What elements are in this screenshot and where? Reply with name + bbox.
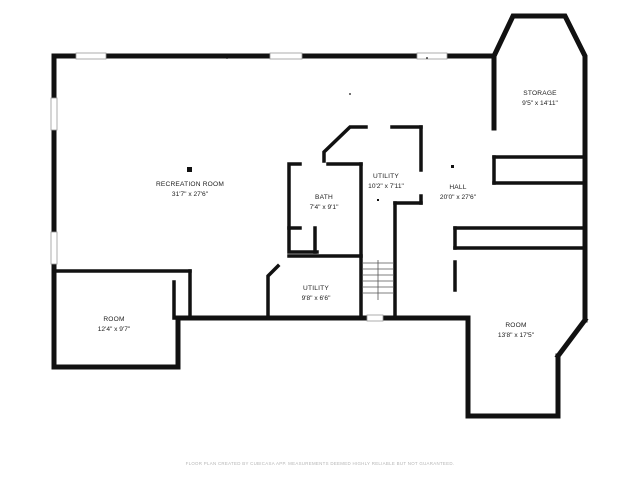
room-dimensions: 20'0" x 27'6" (440, 194, 477, 201)
room-dimensions: 9'5" x 14'11" (522, 100, 558, 107)
fixture-markers (187, 57, 454, 201)
exterior-walls (51, 13, 589, 419)
room-dimensions: 13'8" x 17'5" (498, 332, 535, 339)
room-name: RECREATION ROOM (156, 181, 224, 188)
room-name: HALL (449, 184, 466, 191)
room-name: ROOM (505, 322, 526, 329)
window (416, 52, 448, 60)
room-dimensions: 9'8" x 6'6" (302, 295, 331, 302)
fixture-marker (451, 165, 454, 168)
window (269, 52, 303, 60)
column-marker (187, 167, 192, 172)
light-marker (426, 57, 428, 59)
staircase (362, 260, 394, 300)
room-dimensions: 7'4" x 9'1" (310, 204, 339, 211)
light-marker (349, 93, 351, 95)
footer-disclaimer: FLOOR PLAN CREATED BY CUBICASA APP. MEAS… (186, 461, 455, 466)
window (50, 231, 58, 265)
interior-walls (52, 125, 587, 320)
room-dimensions: 10'2" x 7'11" (368, 183, 404, 190)
window (366, 314, 384, 322)
window (50, 97, 58, 131)
light-marker (226, 57, 228, 59)
room-dimensions: 31'7" x 27'6" (172, 191, 209, 198)
room-name: BATH (315, 194, 333, 201)
room-name: UTILITY (303, 285, 329, 292)
fixture-marker (377, 199, 379, 201)
room-dimensions: 12'4" x 9'7" (98, 326, 131, 333)
windows (50, 52, 448, 322)
room-name: ROOM (103, 316, 124, 323)
room-name: STORAGE (523, 90, 557, 97)
room-name: UTILITY (373, 173, 399, 180)
window (75, 52, 107, 60)
room-labels: RECREATION ROOM 31'7" x 27'6" STORAGE 9'… (98, 90, 559, 339)
